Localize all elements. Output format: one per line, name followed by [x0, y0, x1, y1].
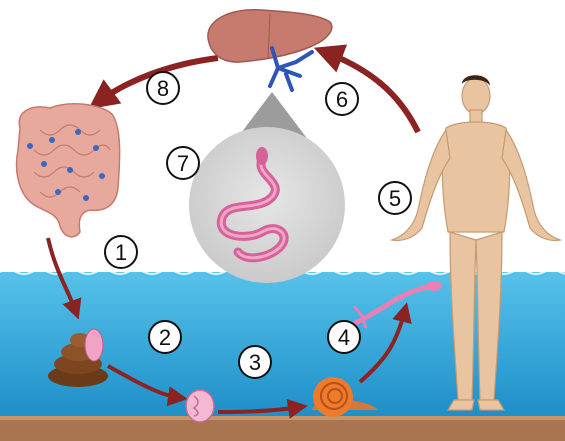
step-marker-2: 2	[149, 321, 181, 353]
miracidium-icon	[85, 329, 103, 361]
step-marker-3: 3	[239, 346, 271, 378]
step-number: 8	[157, 76, 169, 101]
step-number: 7	[177, 151, 189, 176]
step-number: 2	[159, 325, 171, 350]
step-number: 6	[336, 87, 348, 112]
step-number: 3	[249, 350, 261, 375]
intestine-icon	[17, 104, 120, 237]
step-marker-6: 6	[326, 83, 358, 115]
step-marker-4: 4	[328, 321, 360, 353]
step-marker-8: 8	[147, 72, 179, 104]
ground	[0, 416, 565, 441]
step-marker-1: 1	[105, 236, 137, 268]
liver-icon	[208, 10, 332, 90]
step-marker-7: 7	[167, 147, 199, 179]
step-marker-5: 5	[379, 182, 411, 214]
step-number: 5	[389, 186, 401, 211]
step-number: 1	[115, 240, 127, 265]
egg-icon	[186, 390, 214, 422]
step-number: 4	[338, 325, 350, 350]
